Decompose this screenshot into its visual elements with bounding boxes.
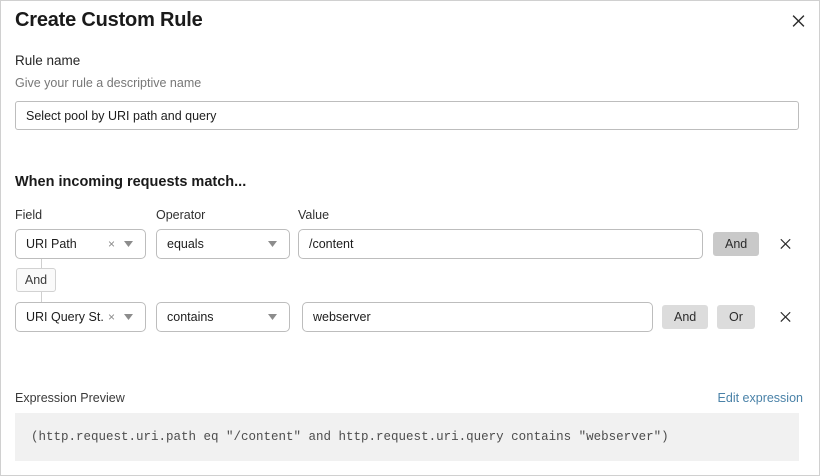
field-select-1[interactable]: URI Path ×: [15, 229, 146, 259]
close-icon: [779, 238, 791, 249]
delete-condition-button-2[interactable]: [776, 306, 794, 326]
condition-row: URI Path × equals And: [1, 229, 820, 259]
rule-name-label: Rule name: [15, 53, 81, 68]
edit-expression-link[interactable]: Edit expression: [717, 391, 803, 405]
rule-name-sublabel: Give your rule a descriptive name: [15, 76, 202, 90]
condition-row: URI Query St... × contains And Or: [1, 302, 820, 332]
field-clear-icon[interactable]: ×: [107, 237, 115, 251]
operator-select-1[interactable]: equals: [156, 229, 290, 259]
chevron-down-icon[interactable]: [263, 314, 289, 320]
expression-preview-box: (http.request.uri.path eq "/content" and…: [15, 413, 799, 461]
column-header-value: Value: [298, 208, 330, 222]
close-icon: [779, 311, 791, 322]
field-select-1-value: URI Path: [26, 237, 77, 251]
chevron-down-icon[interactable]: [263, 241, 289, 247]
operator-select-2-value: contains: [167, 310, 214, 324]
field-clear-icon[interactable]: ×: [107, 310, 115, 324]
rule-name-input[interactable]: [15, 101, 799, 130]
field-select-2-value: URI Query St...: [26, 310, 104, 324]
condition-connector-and-badge[interactable]: And: [16, 268, 56, 292]
value-input-2[interactable]: [302, 302, 653, 332]
dialog-title: Create Custom Rule: [15, 9, 203, 31]
value-input-1[interactable]: [298, 229, 703, 259]
column-header-operator: Operator: [156, 208, 206, 222]
expression-preview-code: (http.request.uri.path eq "/content" and…: [31, 430, 669, 444]
conditions-heading: When incoming requests match...: [15, 174, 247, 190]
chevron-down-icon[interactable]: [119, 314, 145, 320]
operator-select-2[interactable]: contains: [156, 302, 290, 332]
chevron-down-icon[interactable]: [119, 241, 145, 247]
and-button-row-1[interactable]: And: [713, 232, 760, 256]
and-button-row-2[interactable]: And: [662, 305, 709, 329]
delete-condition-button-1[interactable]: [776, 233, 794, 253]
column-header-field: Field: [15, 208, 43, 222]
expression-preview-label: Expression Preview: [15, 391, 125, 405]
close-dialog-button[interactable]: [785, 7, 811, 33]
or-button-row-2[interactable]: Or: [717, 305, 755, 329]
operator-select-1-value: equals: [167, 237, 204, 251]
field-select-2[interactable]: URI Query St... ×: [15, 302, 146, 332]
close-icon: [792, 14, 804, 27]
